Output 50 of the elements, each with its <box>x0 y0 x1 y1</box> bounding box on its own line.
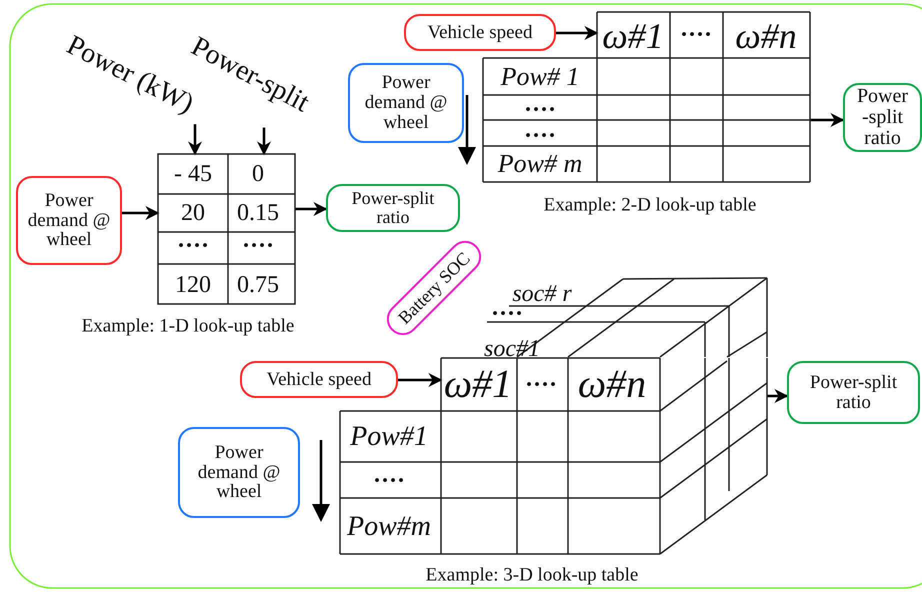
lookup-table <box>158 154 295 304</box>
arrow <box>810 113 844 127</box>
node-label: Vehicle speed <box>428 22 532 42</box>
node-label: Power demand @ wheel <box>196 442 282 502</box>
arrow <box>257 128 271 156</box>
table-cell-text: - 45 <box>174 162 212 186</box>
table-cell-text: Pow#m <box>347 513 431 541</box>
table-caption: Example: 3-D look-up table <box>426 566 638 584</box>
table-cell-text: ···· <box>177 234 209 258</box>
table-cell-text: ···· <box>525 373 557 397</box>
node-label: Power demand @ wheel <box>364 73 448 133</box>
rounded-box <box>326 184 460 232</box>
rounded-box <box>240 361 398 398</box>
rounded-box <box>16 176 122 265</box>
table-cell-text: 120 <box>175 273 211 297</box>
arrow <box>398 373 442 387</box>
arrow <box>767 389 788 403</box>
table-caption: Example: 2-D look-up table <box>544 196 756 214</box>
table-cell-text: 20 <box>181 201 205 225</box>
table-cell-text: Pow# m <box>498 151 582 177</box>
rounded-box <box>843 83 922 152</box>
arrow <box>295 202 328 216</box>
table-cell-text: ω#1 <box>602 18 664 54</box>
table-cell-text: ···· <box>680 23 712 47</box>
table-cell-text: Pow#1 <box>350 423 428 451</box>
table-cell-text: ···· <box>524 124 556 148</box>
rounded-box <box>404 14 556 51</box>
node-label: Vehicle speed <box>266 370 372 390</box>
table-cell-text: ···· <box>524 98 556 122</box>
arrow <box>556 26 598 40</box>
table-cell-text: 0.15 <box>237 201 279 225</box>
lookup-table <box>483 12 810 182</box>
table-caption: Example: 1-D look-up table <box>82 316 294 336</box>
table-cell-text: ω#n <box>578 364 646 404</box>
table-cell-text: 0 <box>252 162 264 186</box>
rounded-box <box>348 63 464 143</box>
table-cell-text: ···· <box>242 234 274 258</box>
node-label: Power -split ratio <box>856 86 910 149</box>
table-cell-text: ···· <box>373 469 405 493</box>
rounded-box <box>178 427 300 518</box>
table-cell-text: ω#1 <box>444 364 512 404</box>
node-label: Power-split ratio <box>808 372 898 412</box>
node-label: Power demand @ wheel <box>26 190 112 250</box>
arrow <box>188 124 202 156</box>
table-cell-text: ω#n <box>735 18 797 54</box>
arrow <box>122 206 160 220</box>
rounded-box <box>787 361 920 424</box>
table-cell-text: Pow# 1 <box>500 64 580 90</box>
node-label: Power-split ratio <box>350 189 436 227</box>
table-cell-text: 0.75 <box>237 273 279 297</box>
